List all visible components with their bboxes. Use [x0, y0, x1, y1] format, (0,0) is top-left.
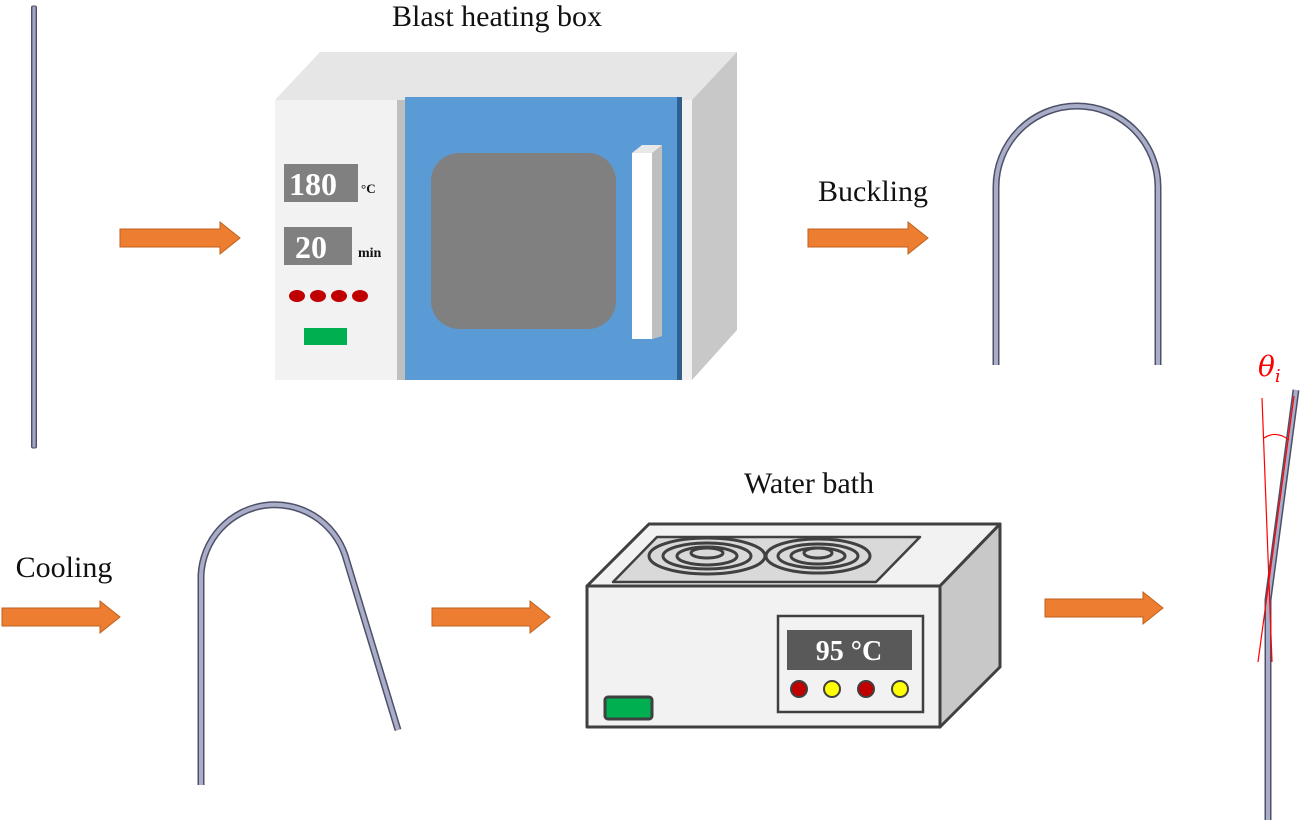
- oven-temperature-value: 180: [289, 166, 337, 202]
- water-bath-display-value: 95 °C: [816, 636, 882, 667]
- oven-indicator-lights: [289, 290, 368, 302]
- angle-label: θi: [1258, 350, 1281, 387]
- blast-heating-box: [275, 52, 737, 380]
- oven-time-display: [284, 227, 352, 265]
- recovered-rod: [1264, 389, 1300, 820]
- water-bath-indicator-lights: [790, 680, 909, 698]
- label-cooling: Cooling: [16, 551, 113, 584]
- water-bath-temperature-display: [787, 630, 912, 670]
- cooled-rod: [197, 501, 402, 785]
- angle-symbol: θ: [1258, 350, 1275, 383]
- arrow-buckling: [807, 220, 929, 256]
- arrow-to-water-bath: [431, 599, 551, 635]
- water-bath-burner-right: [764, 537, 872, 575]
- straight-rod: [31, 5, 37, 449]
- oven-temperature-unit: °C: [361, 181, 376, 196]
- oven-time-unit: min: [358, 246, 382, 261]
- oven-temperature-display: [284, 164, 358, 202]
- oven-handle: [632, 145, 662, 339]
- oven-power-switch: [304, 328, 347, 345]
- oven-window: [431, 153, 616, 329]
- label-blast-heating-box: Blast heating box: [392, 0, 602, 33]
- buckled-rod: [992, 102, 1162, 365]
- arrow-to-recovered-rod: [1044, 590, 1164, 626]
- water-bath-power-switch: [603, 695, 654, 721]
- arrow-cooling: [1, 599, 121, 635]
- angle-subscript: i: [1275, 366, 1281, 387]
- label-buckling: Buckling: [818, 175, 928, 208]
- label-water-bath: Water bath: [744, 467, 874, 500]
- oven-time-value: 20: [295, 229, 327, 265]
- angle-reference-lines: [1257, 395, 1295, 663]
- arrow-to-oven: [119, 220, 241, 256]
